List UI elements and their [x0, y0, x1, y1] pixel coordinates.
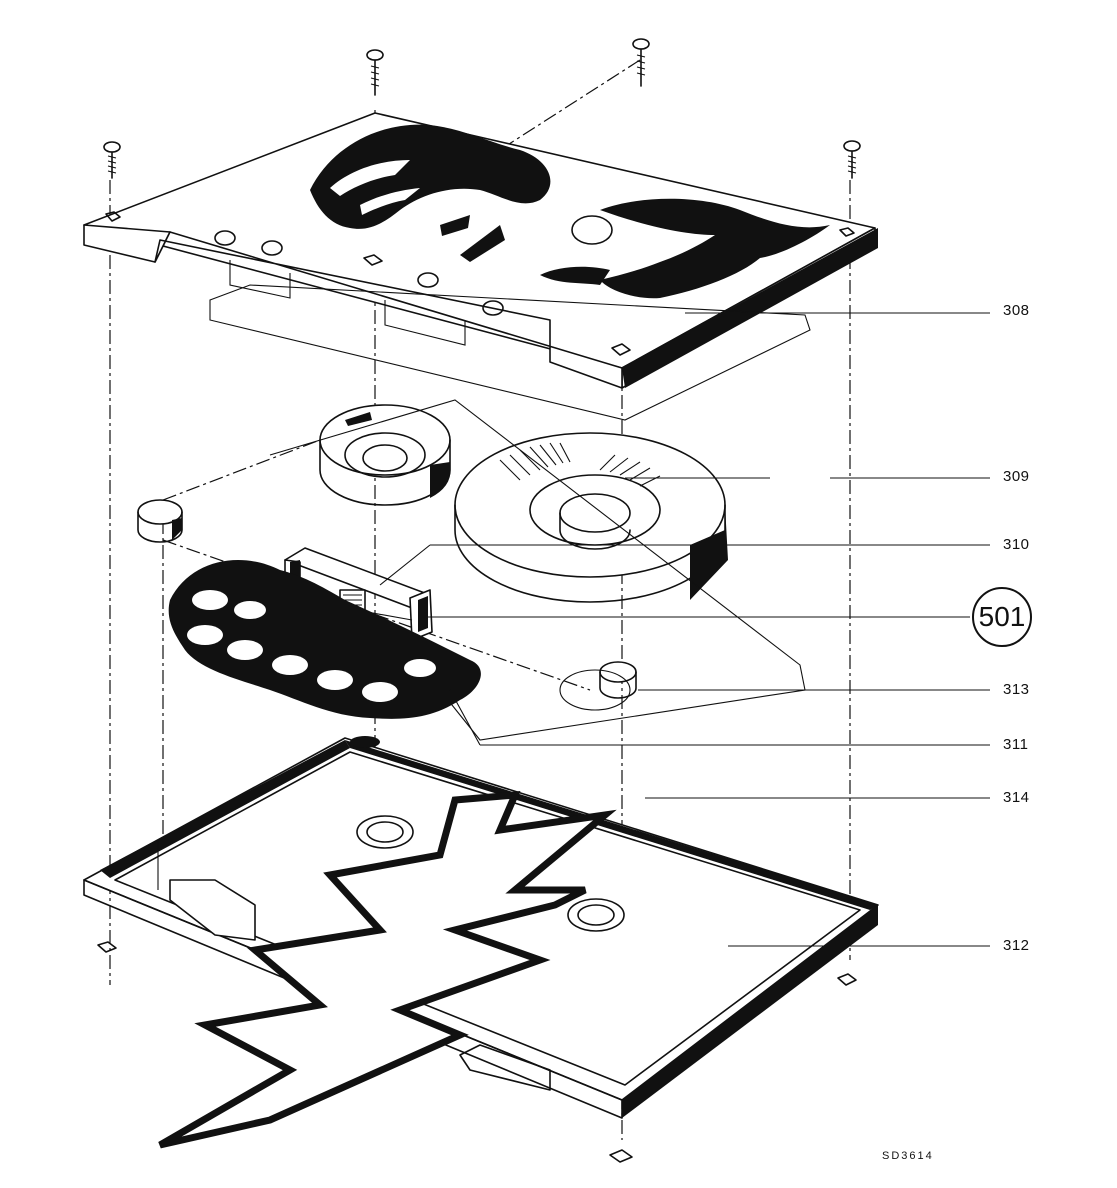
screw-3: [632, 38, 650, 87]
callout-314: 314: [1003, 789, 1030, 806]
screw-1: [103, 141, 121, 179]
screw-4: [843, 140, 861, 179]
callout-501-circled: 501: [972, 587, 1032, 647]
drawing-code: SD3614: [882, 1150, 934, 1162]
graffiti-chain: [168, 560, 481, 719]
callout-308: 308: [1003, 302, 1030, 319]
pressure-pad-310: [284, 547, 433, 641]
leader-lines: [379, 312, 990, 947]
callout-312: 312: [1003, 937, 1030, 954]
upper-housing-308: [83, 112, 878, 389]
callout-309: 309: [1003, 468, 1030, 485]
callout-310: 310: [1003, 536, 1030, 553]
screw-2: [366, 49, 384, 96]
large-reel: [454, 432, 728, 603]
callout-313: 313: [1003, 681, 1030, 698]
lightning-bolt-graffiti: [158, 791, 617, 1149]
window-plate: [209, 284, 811, 421]
callout-311: 311: [1003, 736, 1029, 753]
tape-path: [137, 399, 806, 741]
top-screws: [103, 38, 861, 179]
small-reel: [319, 404, 451, 506]
tape-reels-309: [319, 404, 728, 603]
